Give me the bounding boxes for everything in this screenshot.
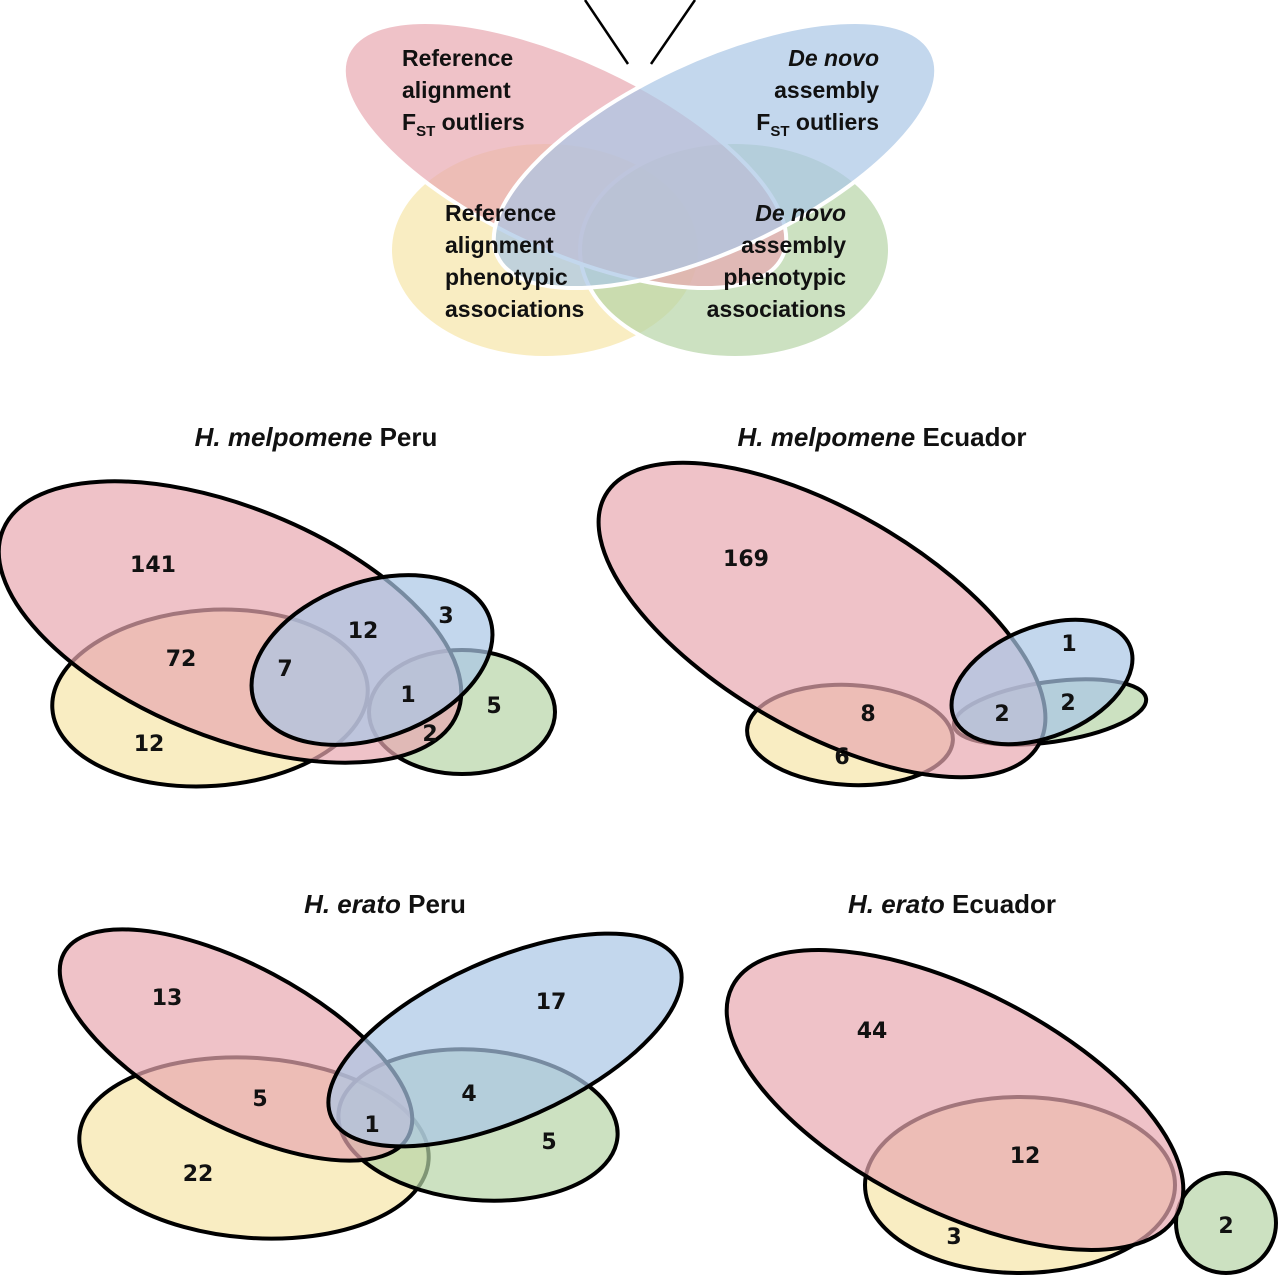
panel-title: H. erato Ecuador	[848, 889, 1056, 919]
antenna-left	[583, 0, 630, 65]
legend-label-ref-pheno-1: Reference	[445, 200, 556, 226]
panel-hera-peru: H. erato Peru 13 5 22 17 4 5 1	[57, 889, 684, 1241]
legend-label-denovo-fst-2: assembly	[774, 77, 879, 103]
count-ref-fst-only: 169	[723, 547, 769, 572]
panel-title: H. erato Peru	[304, 889, 466, 919]
count-ref-pheno-only: 22	[183, 1162, 214, 1187]
count-ref-pheno-only: 12	[134, 732, 165, 757]
count-three-way: 2	[994, 702, 1009, 727]
count-ref-fst-only: 13	[152, 986, 183, 1011]
count-denovo-fst-only: 1	[1061, 632, 1076, 657]
count-ref-fst-ref-pheno: 72	[166, 647, 197, 672]
ellipse-denovo-fst	[249, 573, 495, 747]
panel-title: H. melpomene Ecuador	[738, 422, 1027, 452]
count-denovo-fst-denovo-pheno: 2	[1060, 691, 1075, 716]
legend-butterfly: Reference alignment FST outliers De novo…	[341, 0, 939, 360]
circle-denovo-pheno	[1174, 1171, 1278, 1275]
legend-label-denovo-fst-1: De novo	[788, 45, 879, 71]
legend-label-ref-fst-2: alignment	[402, 77, 511, 103]
count-denovo-pheno-only: 5	[541, 1130, 556, 1155]
legend-ellipse-denovo-fst	[491, 19, 939, 291]
count-ref-fst-only: 44	[857, 1019, 888, 1044]
count-denovo-fst-denovo-pheno: 4	[461, 1082, 476, 1107]
legend-label-ref-pheno-4: associations	[445, 296, 584, 322]
count-denovo-pheno-ref-fst: 2	[422, 722, 437, 747]
legend-label-ref-pheno-2: alignment	[445, 232, 554, 258]
legend-label-denovo-pheno-4: associations	[707, 296, 846, 322]
legend-label-denovo-pheno-1: De novo	[755, 200, 846, 226]
ellipse-ref-fst	[596, 460, 1048, 780]
ellipse-denovo-fst	[949, 617, 1135, 747]
count-denovo-pheno-only: 5	[486, 694, 501, 719]
count-ref-pheno-only: 6	[834, 745, 849, 770]
count-ref-pheno-only: 3	[946, 1225, 961, 1250]
legend-label-ref-fst-3: FST outliers	[402, 109, 525, 140]
count-ref-fst-denovo-fst: 12	[348, 619, 379, 644]
count-all-four: 1	[400, 683, 415, 708]
legend-label-ref-pheno-3: phenotypic	[445, 264, 568, 290]
count-denovo-pheno-only: 2	[1218, 1214, 1233, 1239]
count-ref-fst-only: 141	[130, 553, 176, 578]
ellipse-denovo-fst	[326, 931, 684, 1149]
count-ref-fst-ref-pheno: 12	[1010, 1144, 1041, 1169]
panel-title: H. melpomene Peru	[195, 422, 438, 452]
legend-label-denovo-pheno-3: phenotypic	[723, 264, 846, 290]
count-denovo-fst-only: 17	[536, 990, 567, 1015]
legend-label-denovo-fst-3: FST outliers	[756, 109, 879, 140]
count-three-way: 7	[277, 657, 292, 682]
count-ref-fst-ref-pheno: 8	[860, 702, 875, 727]
legend-label-denovo-pheno-2: assembly	[741, 232, 846, 258]
ellipse-ref-fst	[724, 948, 1186, 1252]
count-all-four: 1	[364, 1113, 379, 1138]
panel-hmel-ecuador: H. melpomene Ecuador 169 8 6 1 2 2	[596, 422, 1149, 788]
legend-label-ref-fst-1: Reference	[402, 45, 513, 71]
panel-hera-ecuador: H. erato Ecuador 44 12 3 2	[724, 889, 1278, 1275]
count-denovo-fst-only: 3	[438, 604, 453, 629]
count-ref-fst-ref-pheno: 5	[252, 1087, 267, 1112]
panel-hmel-peru: H. melpomene Peru 141 72 12 12 3 7 1 2 5	[0, 422, 557, 789]
antenna-right	[649, 0, 697, 65]
